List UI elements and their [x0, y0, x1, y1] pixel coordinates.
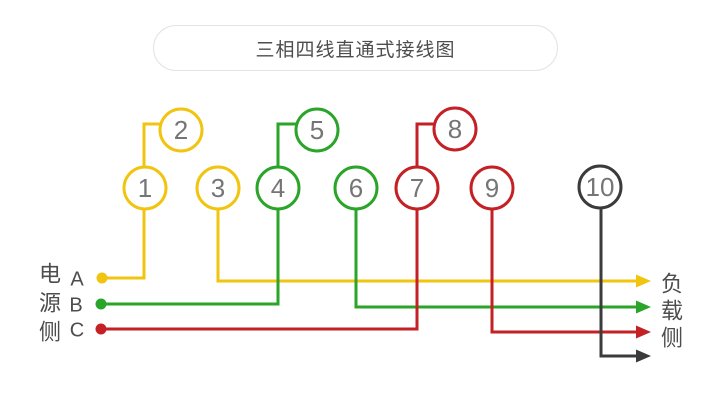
terminal-7-label: 7	[410, 173, 424, 203]
terminal-2-label: 2	[174, 115, 188, 145]
phase-c-source-wire	[101, 188, 419, 331]
terminal-1: 1	[122, 165, 168, 211]
terminal-5-label: 5	[310, 115, 324, 145]
phase-b-source-dot	[95, 298, 107, 310]
terminal-5: 5	[294, 107, 340, 153]
terminal-6: 6	[333, 165, 379, 211]
terminal-9-circle	[469, 165, 515, 211]
phase-a-source-label: A	[70, 268, 84, 291]
diagram-title-pill: 三相四线直通式接线图	[153, 25, 558, 71]
phase-b-arrowhead-icon	[636, 300, 651, 314]
terminal-4: 4	[255, 165, 301, 211]
terminal-4-label: 4	[271, 173, 285, 203]
terminal-10-label: 10	[586, 172, 615, 202]
terminal-7: 7	[394, 165, 440, 211]
load-side-label: 负载侧	[658, 272, 683, 353]
terminal-4-circle	[255, 165, 301, 211]
terminal-3: 3	[195, 165, 241, 211]
terminal-5-circle	[294, 107, 340, 153]
terminal-3-circle	[195, 165, 241, 211]
phase-b-load-wire	[354, 188, 636, 309]
neutral-arrowhead-icon	[636, 349, 651, 363]
terminal-9: 9	[469, 165, 515, 211]
source-side-label: 电源侧	[36, 262, 61, 349]
phase-b-source-wire	[101, 188, 280, 306]
terminal-7-circle	[394, 165, 440, 211]
phase-a-source-wire	[102, 188, 146, 280]
phase-a-load-wire	[216, 188, 636, 283]
phase-c-source-dot	[95, 323, 107, 335]
diagram-title: 三相四线直通式接线图	[255, 39, 456, 61]
neutral-load-wire	[599, 188, 636, 358]
terminal-8-circle	[432, 106, 478, 152]
terminal-9-label: 9	[485, 173, 499, 203]
terminal-6-label: 6	[349, 173, 363, 203]
terminal-2-circle	[158, 107, 204, 153]
phase-c-load-wire	[490, 188, 636, 334]
terminal-8: 8	[432, 106, 478, 152]
terminal-6-circle	[333, 165, 379, 211]
phase-c-source-label: C	[69, 319, 85, 342]
terminal-1-circle	[122, 165, 168, 211]
phase-b-source-label: B	[69, 294, 83, 317]
phase-c-arrowhead-icon	[636, 325, 651, 339]
phase-a-arrowhead-icon	[636, 274, 651, 288]
terminal-10-circle	[577, 164, 623, 210]
terminal-3-label: 3	[211, 173, 225, 203]
terminal-1-label: 1	[138, 173, 152, 203]
terminal-2: 2	[158, 107, 204, 153]
terminal-10: 10	[577, 164, 623, 210]
phase-a-source-dot	[96, 272, 108, 284]
terminal-8-label: 8	[448, 114, 462, 144]
